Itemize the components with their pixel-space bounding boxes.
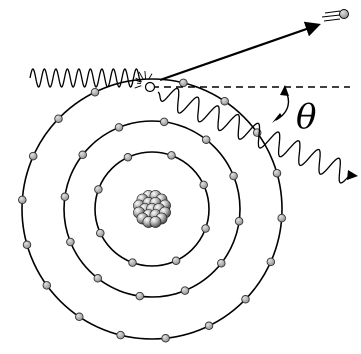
electron xyxy=(242,296,250,304)
electron xyxy=(117,331,125,339)
electron xyxy=(180,79,188,87)
electron xyxy=(273,169,281,177)
electron xyxy=(205,322,213,330)
electron xyxy=(202,136,210,144)
incoming-photon-wave-icon xyxy=(30,69,140,87)
electron xyxy=(168,152,176,160)
struck-electron xyxy=(146,83,155,92)
electron xyxy=(61,193,69,201)
electron xyxy=(230,172,238,180)
electron xyxy=(136,292,144,300)
electron xyxy=(94,275,102,283)
recoil-electron-icon xyxy=(322,10,349,22)
electron xyxy=(91,88,99,96)
electron xyxy=(19,196,27,204)
electron xyxy=(160,118,168,126)
electron xyxy=(221,97,229,105)
burst-ray xyxy=(135,86,142,88)
electron xyxy=(95,186,103,194)
electron xyxy=(124,154,132,162)
electron xyxy=(67,238,75,246)
electron xyxy=(278,214,286,222)
electron xyxy=(29,152,37,160)
electron xyxy=(202,225,210,233)
recoil-electron-trajectory xyxy=(160,25,318,80)
electron xyxy=(200,181,208,189)
electron xyxy=(97,229,105,237)
electron xyxy=(181,287,189,295)
electron xyxy=(235,217,243,225)
angle-label: θ xyxy=(296,97,316,137)
angle-arc-arrowhead-lower xyxy=(272,113,282,123)
electron xyxy=(172,257,180,265)
electron xyxy=(115,124,123,132)
electron xyxy=(55,115,63,123)
electron xyxy=(23,241,31,249)
electron xyxy=(129,259,137,267)
nucleus xyxy=(133,190,170,227)
electron xyxy=(267,258,275,266)
scattered-photon-arrowhead xyxy=(347,170,358,180)
electron xyxy=(162,335,170,343)
nucleon xyxy=(150,216,161,227)
electron xyxy=(76,313,84,321)
electron xyxy=(79,151,87,159)
electron xyxy=(43,282,51,290)
scattered-photon-wave-icon xyxy=(158,88,349,183)
burst-ray xyxy=(145,71,146,79)
electron xyxy=(218,259,226,267)
